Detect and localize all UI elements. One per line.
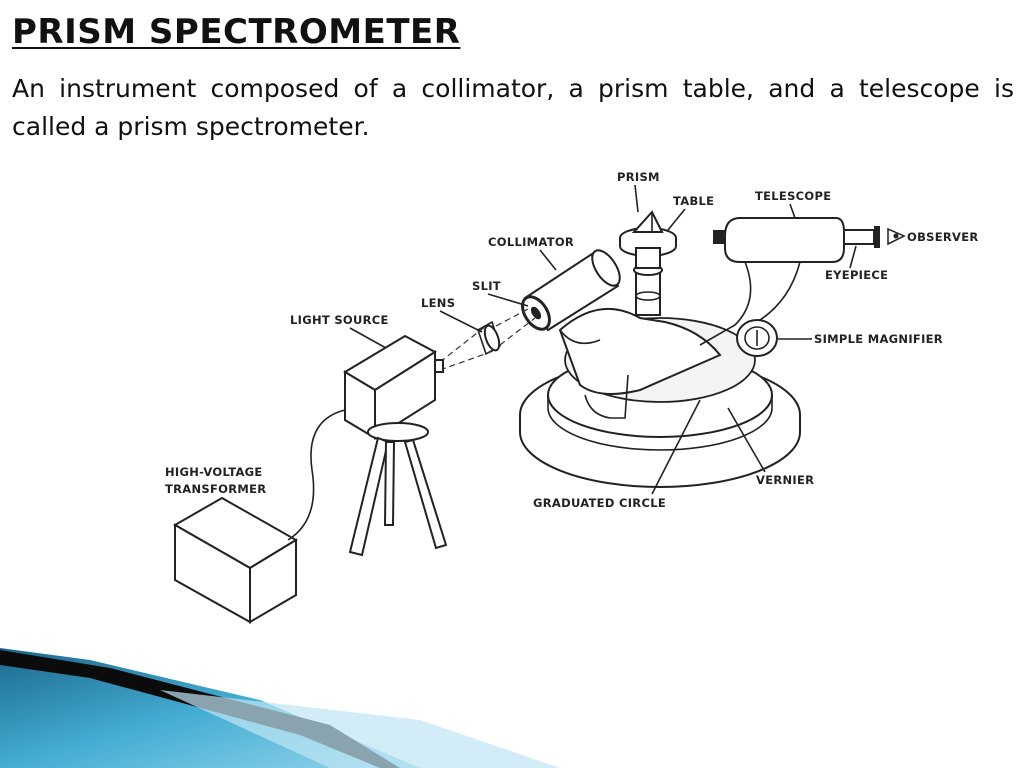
lens — [477, 320, 501, 356]
label-table: TABLE — [673, 194, 714, 208]
label-lens: LENS — [421, 296, 455, 310]
label-graduated-circle: GRADUATED CIRCLE — [533, 496, 666, 510]
light-beam — [439, 307, 536, 371]
label-collimator: COLLIMATOR — [488, 235, 574, 249]
label-vernier: VERNIER — [756, 473, 814, 487]
label-observer: OBSERVER — [907, 230, 979, 244]
label-eyepiece: EYEPIECE — [825, 268, 888, 282]
label-high-voltage: HIGH-VOLTAGE — [165, 465, 263, 479]
transformer-box — [172, 496, 298, 624]
label-telescope: TELESCOPE — [755, 189, 831, 203]
telescope — [699, 217, 880, 346]
label-prism: PRISM — [617, 170, 660, 184]
prism-shape — [631, 210, 664, 233]
slide-description: An instrument composed of a collimator, … — [12, 74, 1014, 141]
power-cord — [287, 409, 346, 541]
label-simple-magnifier: SIMPLE MAGNIFIER — [814, 332, 943, 346]
graduated-circle-base — [519, 317, 801, 488]
label-light-source: LIGHT SOURCE — [290, 313, 389, 327]
tripod — [348, 422, 448, 557]
observer-eye-icon — [887, 227, 906, 246]
central-column — [558, 264, 722, 419]
label-transformer: TRANSFORMER — [165, 482, 266, 496]
slide-title: PRISM SPECTROMETER — [12, 12, 461, 52]
label-slit: SLIT — [472, 279, 501, 293]
collimator — [521, 249, 621, 345]
prism-table — [619, 227, 677, 269]
simple-magnifier — [736, 319, 778, 357]
